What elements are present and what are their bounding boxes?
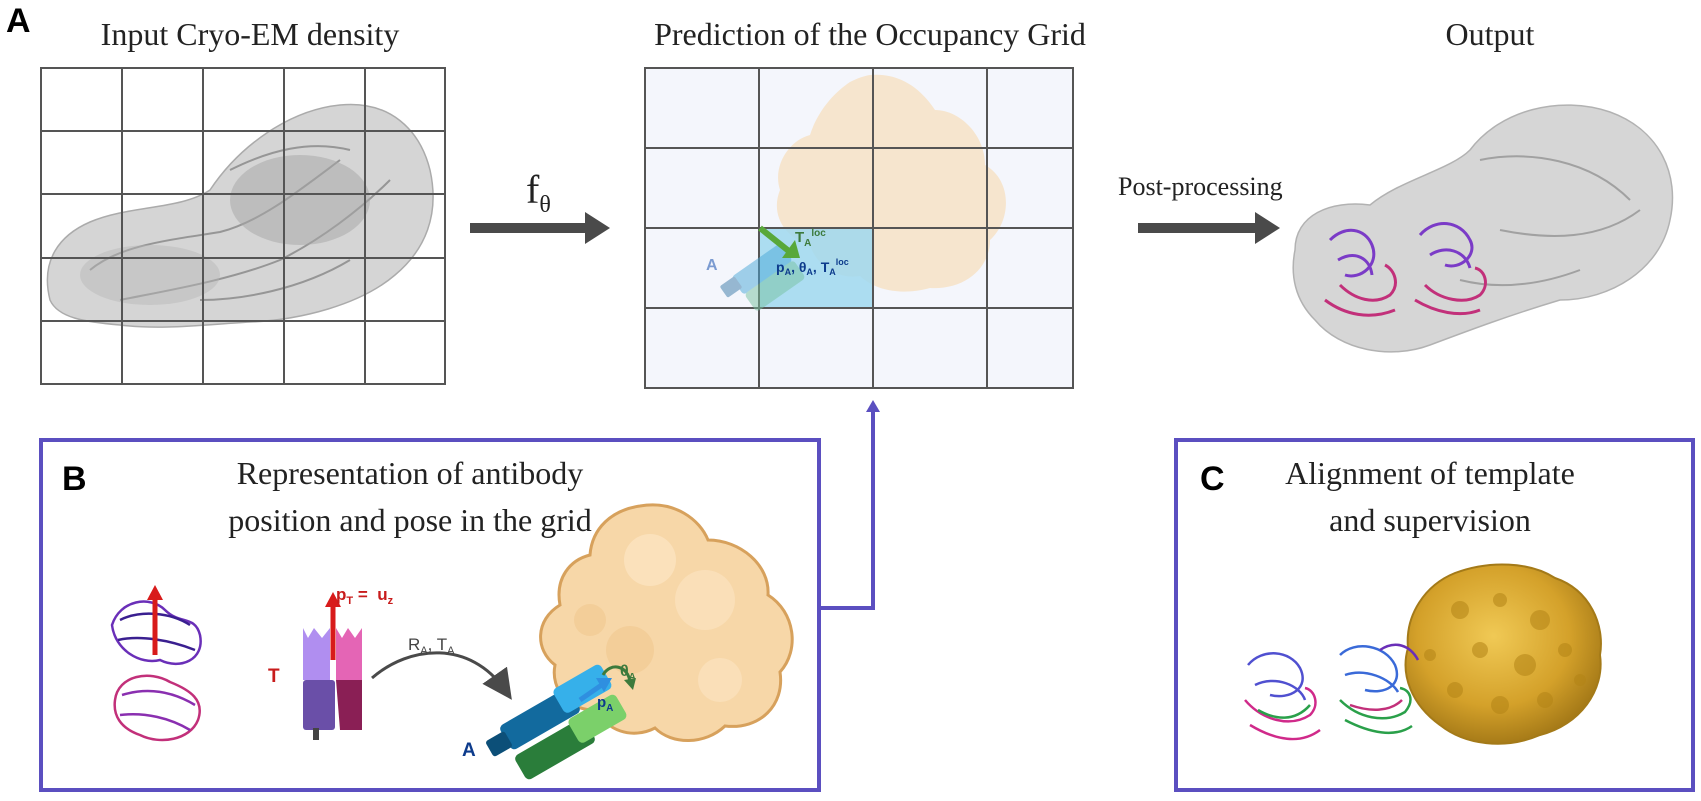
pa-label: pA — [597, 694, 613, 714]
theta-main: θ — [620, 663, 629, 680]
ta-main: , T — [428, 635, 448, 654]
schematic-antibody-a — [486, 664, 627, 780]
panel-b-frame — [39, 438, 821, 792]
theta-curl-arrowhead — [624, 678, 636, 690]
grid-t2: , T — [813, 259, 830, 275]
theta-sub: A — [629, 672, 636, 683]
output-density-with-antibodies — [1292, 104, 1674, 353]
input-density-title: Input Cryo-EM density — [100, 16, 400, 52]
panel-b-title-line1: Representation of antibody — [236, 455, 584, 491]
panel-c-frame — [1174, 438, 1695, 792]
input-density-map — [46, 103, 434, 328]
panel-b-letter: B — [62, 460, 87, 498]
panel-c-title-line2: and supervision — [1329, 502, 1531, 538]
transform-curved-arrow — [371, 651, 512, 700]
post-processing-arrowhead — [1255, 212, 1280, 244]
grid-pose-arrow — [758, 225, 792, 255]
grid-antibody-glyph — [720, 244, 805, 311]
ra-sub: A — [420, 645, 428, 657]
panel-c-letter: C — [1200, 460, 1225, 498]
panel-b-connector-arrowhead — [866, 400, 880, 412]
ra-ta-label: RA, TA — [408, 635, 455, 657]
pa-blue-arrowhead — [596, 678, 612, 692]
grid-t-sup: loc — [811, 228, 826, 239]
pt-sub: T — [346, 595, 353, 607]
f-label: f — [526, 167, 540, 212]
grid-params-label: pA, θA, TAloc — [776, 257, 849, 277]
ta-sub: A — [447, 645, 455, 657]
occupancy-grid — [644, 67, 1074, 389]
schematic-antibody-t — [303, 628, 362, 740]
f-theta-arrowhead — [585, 212, 610, 244]
grid-p: p — [776, 259, 785, 275]
grid-theta-sub: A — [806, 267, 813, 277]
grid-t2-sub: A — [829, 267, 836, 277]
pa-blue-arrow — [578, 681, 605, 703]
antibody-ribbon — [110, 600, 202, 742]
pa-sub: A — [606, 703, 613, 714]
aligned-antibody-ribbons — [1244, 643, 1420, 741]
pt-red-arrowhead — [325, 592, 341, 607]
ra-main: R — [408, 635, 420, 654]
post-processing-label: Post-processing — [1118, 172, 1283, 201]
output-title: Output — [1445, 16, 1535, 52]
panel-a-letter: A — [6, 2, 31, 40]
t-label: T — [268, 666, 280, 687]
panel-b-connector — [819, 410, 875, 610]
grid-p-sub: A — [785, 267, 792, 277]
a-label: A — [462, 740, 476, 761]
panel-c-title-line1: Alignment of template — [1285, 455, 1575, 491]
pt-main: p — [336, 585, 346, 604]
f-theta-label: fθ — [526, 166, 551, 219]
panel-b-title-line2: position and pose in the grid — [228, 502, 592, 538]
input-grid — [40, 67, 446, 385]
pa-main: p — [597, 694, 606, 711]
occupancy-grid-title: Prediction of the Occupancy Grid — [654, 16, 1086, 52]
grid-t-sub: A — [804, 238, 811, 249]
grid-t-label: TAloc — [795, 228, 826, 249]
gold-surface — [1404, 563, 1602, 745]
grid-antibody-label: A — [706, 257, 718, 274]
grid-t-main: T — [795, 229, 804, 246]
pt-z: z — [388, 595, 394, 607]
theta-label: θA — [620, 663, 636, 683]
grid-theta: , θ — [791, 259, 806, 275]
theta-curl-arrow — [601, 665, 632, 683]
theta-subscript: θ — [539, 192, 551, 218]
pt-equation-label: pT = uz — [336, 585, 394, 607]
grid-t2-sup: loc — [836, 257, 849, 267]
pt-eq: = u — [353, 585, 387, 604]
pt-red-arrowhead-left — [147, 585, 163, 600]
